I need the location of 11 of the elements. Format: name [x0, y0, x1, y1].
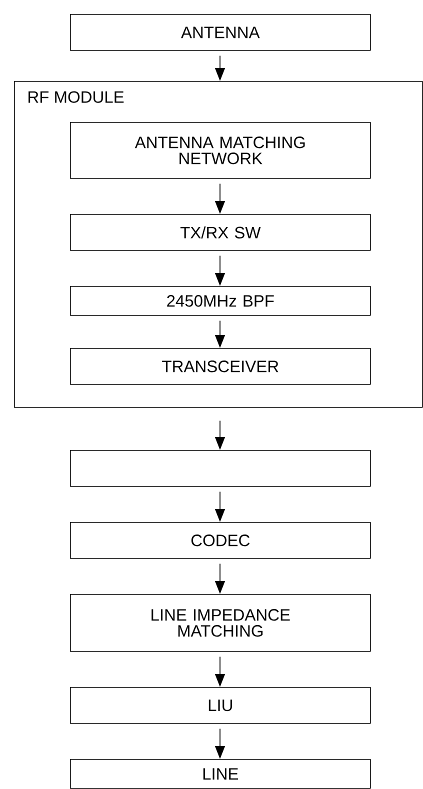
- process-box: LIU: [70, 687, 371, 724]
- module-heading: RF MODULE: [28, 91, 124, 103]
- process-box: ANTENNA: [70, 14, 371, 51]
- process-box: 2450MHz BPF: [70, 286, 371, 316]
- process-box: CODEC: [70, 522, 371, 559]
- empty-box: [70, 450, 371, 487]
- process-box: TX/RX SW: [70, 214, 371, 251]
- process-box: LINE: [70, 759, 371, 789]
- process-box: LINE IMPEDANCE MATCHING: [70, 594, 371, 652]
- process-box: ANTENNA MATCHING NETWORK: [70, 122, 371, 179]
- process-box: TRANSCEIVER: [70, 348, 371, 385]
